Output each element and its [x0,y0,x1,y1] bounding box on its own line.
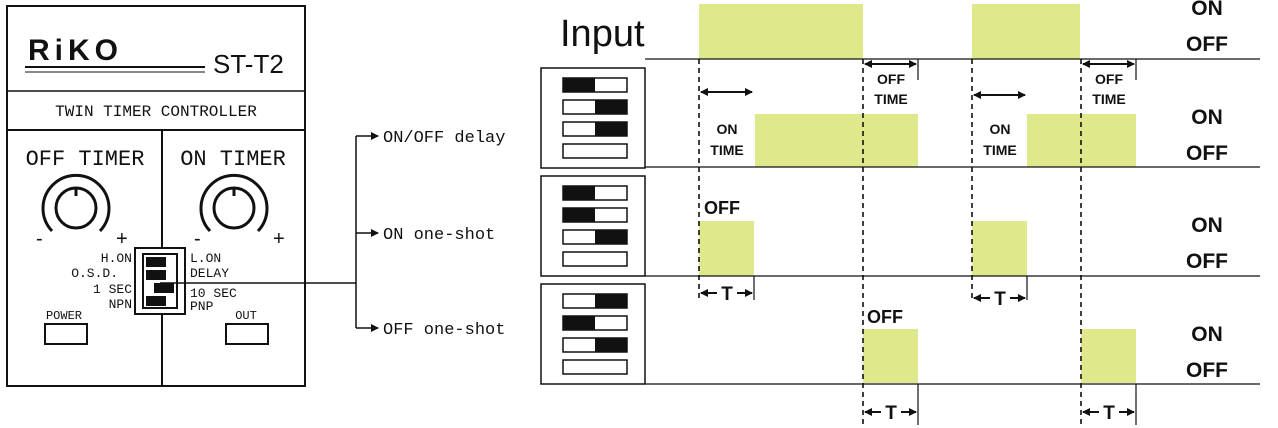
on-time-label-2b: TIME [983,142,1016,158]
switch-label-h-on: H.ON [101,251,132,266]
dip-switch-knob-right [595,230,627,244]
level-off-off-oneshot: OFF [1186,359,1228,382]
on-timer-label: ON TIMER [180,147,286,172]
on-time-label-1a: ON [717,121,738,137]
off-time-label-2b: TIME [1092,91,1125,107]
dip-switch-knob-right [595,122,627,136]
dip-switch-slot [562,251,628,267]
dip-switch-knob-right [595,294,627,308]
switch-label-pnp: PNP [190,299,214,314]
switch-label-10sec: 10 SEC [190,286,237,301]
t-label-3: T [885,403,897,424]
switch-label-delay: DELAY [190,266,229,281]
brand-logo: RiKO [28,34,123,67]
level-off-on-oneshot: OFF [1186,250,1228,273]
power-label: POWER [46,309,82,323]
on-oneshot-pulse-2 [972,221,1027,276]
dip-switch-knob-right [595,338,627,352]
t-labels: T T T T [717,282,1119,424]
dip-switch-knob-left [563,316,595,330]
input-label: Input [560,13,645,55]
input-pulse-2 [972,4,1080,59]
level-on-on-oneshot: ON [1191,214,1223,237]
controller-subtitle: TWIN TIMER CONTROLLER [55,103,257,121]
off-oneshot-pulse-1 [863,329,918,383]
off-oneshot-pulse-2 [1081,329,1136,383]
off-timer-label: OFF TIMER [26,147,145,172]
off-timer-knob[interactable] [41,173,111,233]
t-label-4: T [1103,403,1115,424]
connector-lines [160,132,379,332]
switch-label-l-on: L.ON [190,251,221,266]
level-on-input: ON [1191,0,1223,20]
on-timer-knob[interactable] [199,173,269,233]
dip-switch-knob-left [563,78,595,92]
on-knob-minus: - [194,228,201,250]
off-knob-minus: - [36,228,43,250]
t-label-1: T [721,284,733,305]
off-time-label-1a: OFF [877,71,905,87]
out-label: OUT [235,309,257,323]
interval-arrows [700,59,1137,425]
out-indicator [225,323,269,345]
dip-switch-slot [562,143,628,159]
input-pulse-1 [699,4,863,59]
model-name: ST-T2 [213,49,284,79]
level-off-input: OFF [1186,33,1228,56]
dashed-guides [698,59,1082,425]
baselines [645,58,1260,385]
on-oneshot-pulse-1 [699,221,754,276]
dip-switch-slot [562,359,628,375]
dip-setting-boxes [540,67,646,385]
off-time-label-1b: TIME [874,91,907,107]
mode-label-on-one-shot: ON one-shot [383,226,495,245]
switch-label-1sec: 1 SEC [93,282,132,297]
on-knob-plus: + [273,228,285,250]
on-time-label-2a: ON [990,121,1011,137]
level-labels: ON OFF ON OFF ON OFF ON OFF [1186,0,1228,382]
level-on-off-oneshot: ON [1191,323,1223,346]
level-off-delay: OFF [1186,142,1228,165]
dip-switch-knob-left [563,208,595,222]
mode-label-off-one-shot: OFF one-shot [383,321,505,340]
dip-switch-knob-right [595,100,627,114]
switch-label-npn: NPN [109,297,132,312]
off-marker-on-one-shot: OFF [704,198,740,218]
dip-switch-block[interactable] [134,247,186,315]
dip-switch-knob-left [563,186,595,200]
controller-panel: RiKO ST-T2 TWIN TIMER CONTROLLER OFF TIM… [6,5,306,387]
t-label-2: T [994,289,1006,310]
level-on-delay: ON [1191,106,1223,129]
off-time-label-2a: OFF [1095,71,1123,87]
off-knob-plus: + [116,228,128,250]
switch-label-osd: O.S.D. [71,266,118,281]
delay-output-pulse-1 [755,114,918,167]
on-time-label-1b: TIME [710,142,743,158]
off-marker-off-one-shot: OFF [867,307,903,327]
mode-label-on-off-delay: ON/OFF delay [383,129,505,148]
power-indicator [44,323,88,345]
